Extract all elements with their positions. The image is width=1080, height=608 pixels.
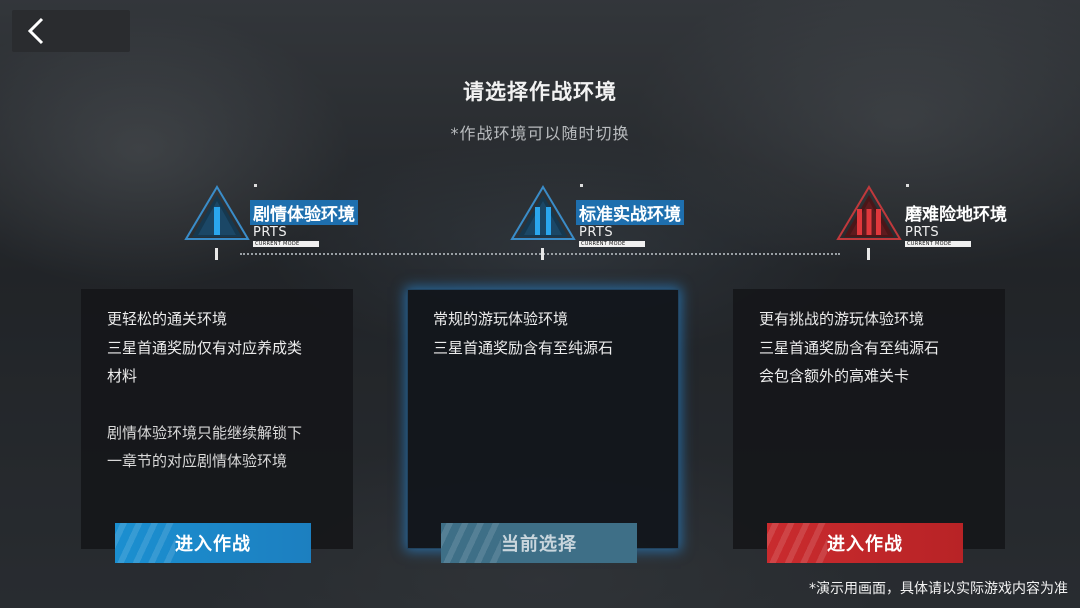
button-label: 进入作战	[175, 534, 251, 555]
back-button[interactable]	[12, 10, 130, 52]
card-note-line: 剧情体验环境只能继续解锁下	[107, 423, 303, 442]
mode-name: 标准实战环境	[576, 200, 684, 225]
mode-dot	[254, 184, 257, 187]
current-selection-button[interactable]: 当前选择	[441, 523, 637, 563]
card-desc-line: 更有挑战的游玩体验环境	[759, 310, 925, 328]
mode-prts-label: PRTS	[579, 225, 614, 240]
mode-prts-label: PRTS	[905, 225, 940, 240]
page-header: 请选择作战环境 *作战环境可以随时切换	[0, 76, 1080, 144]
current-mode-tag: CURRENT MODE	[253, 241, 319, 247]
mode-header-hard[interactable]: 磨难险地环境 PRTS CURRENT MODE	[836, 180, 1036, 260]
mode-emblem-i-icon	[184, 185, 250, 240]
mode-name: 磨难险地环境	[905, 205, 1007, 225]
mode-tick	[541, 248, 544, 260]
card-desc-line: 会包含额外的高难关卡	[759, 367, 910, 385]
chevron-left-icon	[27, 17, 44, 45]
button-label: 进入作战	[827, 534, 903, 555]
card-desc-line: 三星首通奖励仅有对应养成类	[107, 338, 303, 357]
enter-battle-story-button[interactable]: 进入作战	[115, 523, 311, 563]
mode-connector-line	[240, 253, 840, 255]
mode-dot	[580, 184, 583, 187]
current-mode-tag: CURRENT MODE	[579, 241, 645, 247]
mode-tick	[215, 248, 218, 260]
card-desc-line: 更轻松的通关环境	[107, 310, 228, 328]
card-desc-line: 三星首通奖励含有至纯源石	[433, 338, 614, 357]
button-label: 当前选择	[501, 534, 577, 555]
mode-card-story[interactable]: 更轻松的通关环境 三星首通奖励仅有对应养成类 材料 剧情体验环境只能继续解锁下 …	[81, 289, 353, 549]
mode-tick	[867, 248, 870, 260]
page-title: 请选择作战环境	[463, 80, 617, 104]
mode-card-hard[interactable]: 更有挑战的游玩体验环境 三星首通奖励含有至纯源石 会包含额外的高难关卡	[733, 289, 1005, 549]
card-desc-line: 三星首通奖励含有至纯源石	[759, 338, 940, 357]
mode-prts-label: PRTS	[253, 225, 288, 240]
card-note-line: 一章节的对应剧情体验环境	[107, 452, 288, 470]
mode-card-standard[interactable]: 常规的游玩体验环境 三星首通奖励含有至纯源石	[407, 289, 679, 549]
mode-emblem-ii-icon	[510, 185, 576, 240]
mode-header-standard[interactable]: 标准实战环境 PRTS CURRENT MODE	[510, 180, 710, 260]
card-desc-line: 常规的游玩体验环境	[433, 310, 569, 328]
page-subtitle: *作战环境可以随时切换	[450, 124, 630, 143]
mode-header-story[interactable]: 剧情体验环境 PRTS CURRENT MODE	[184, 180, 384, 260]
mode-dot	[906, 184, 909, 187]
card-desc-line: 材料	[107, 367, 138, 385]
mode-name: 剧情体验环境	[250, 200, 358, 225]
demo-disclaimer: *演示用画面，具体请以实际游戏内容为准	[809, 581, 1068, 597]
mode-emblem-iii-icon	[836, 185, 902, 240]
enter-battle-hard-button[interactable]: 进入作战	[767, 523, 963, 563]
current-mode-tag: CURRENT MODE	[905, 241, 971, 247]
